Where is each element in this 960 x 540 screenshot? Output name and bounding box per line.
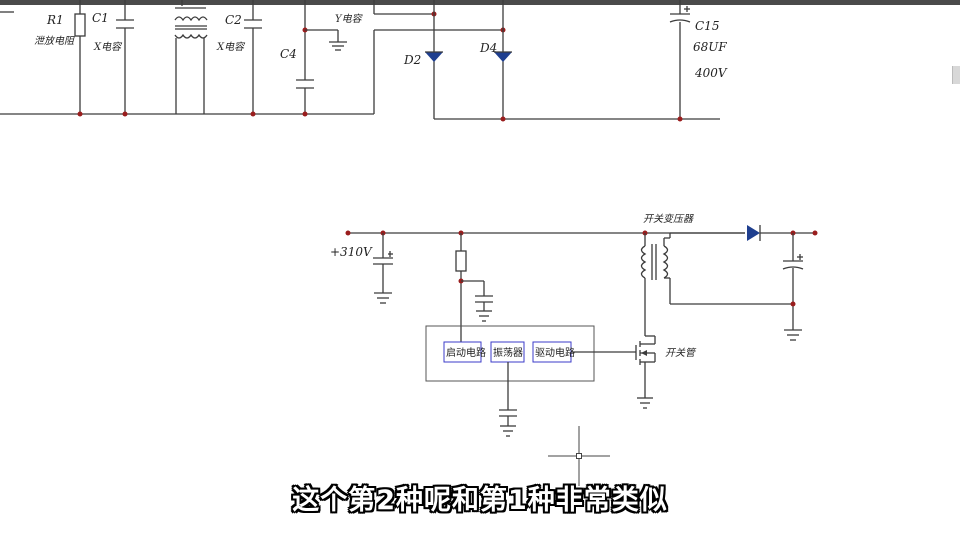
scroll-edge-handle[interactable] <box>952 66 960 84</box>
v310-label: +310V <box>330 245 373 259</box>
output-diode <box>747 225 760 241</box>
switch-tube-label: 开关管 <box>665 347 697 359</box>
window-top-bar <box>0 0 960 5</box>
r1-resistor <box>74 13 86 37</box>
startup-block <box>443 341 482 363</box>
c4-label: C4 <box>280 47 297 61</box>
r1-label: R1 <box>46 13 64 27</box>
common-mode-choke <box>174 0 208 114</box>
c15-label: C15 <box>695 19 719 33</box>
d2-label: D2 <box>403 53 421 67</box>
c15-voltage: 400V <box>694 66 728 80</box>
crosshair-cursor-icon <box>548 426 610 486</box>
c1-label: C1 <box>92 11 109 25</box>
video-subtitle: 这个第2种呢和第1种非常类似 <box>292 485 668 516</box>
c2-desc: X电容 <box>216 41 246 53</box>
input-filter-circuit <box>0 0 720 122</box>
transformer-label: 开关变压器 <box>643 213 694 225</box>
y-cap-label: Y电容 <box>335 13 364 25</box>
controller-ic-box <box>425 325 595 382</box>
startup-block-label: 启动电路 <box>446 346 486 359</box>
flyback-circuit <box>345 225 818 437</box>
oscillator-block-label: 振荡器 <box>493 346 523 359</box>
driver-block-label: 驱动电路 <box>535 346 575 359</box>
startup-resistor <box>455 250 467 272</box>
c1-desc: X电容 <box>93 41 123 53</box>
d4-diode <box>494 52 512 62</box>
c2-label: C2 <box>225 13 242 27</box>
c15-value: 68UF <box>693 40 727 54</box>
mosfet-switch <box>635 335 656 409</box>
d4-label: D4 <box>479 41 497 55</box>
r1-desc: 泄放电阻 <box>34 35 75 47</box>
d2-diode <box>425 52 443 62</box>
